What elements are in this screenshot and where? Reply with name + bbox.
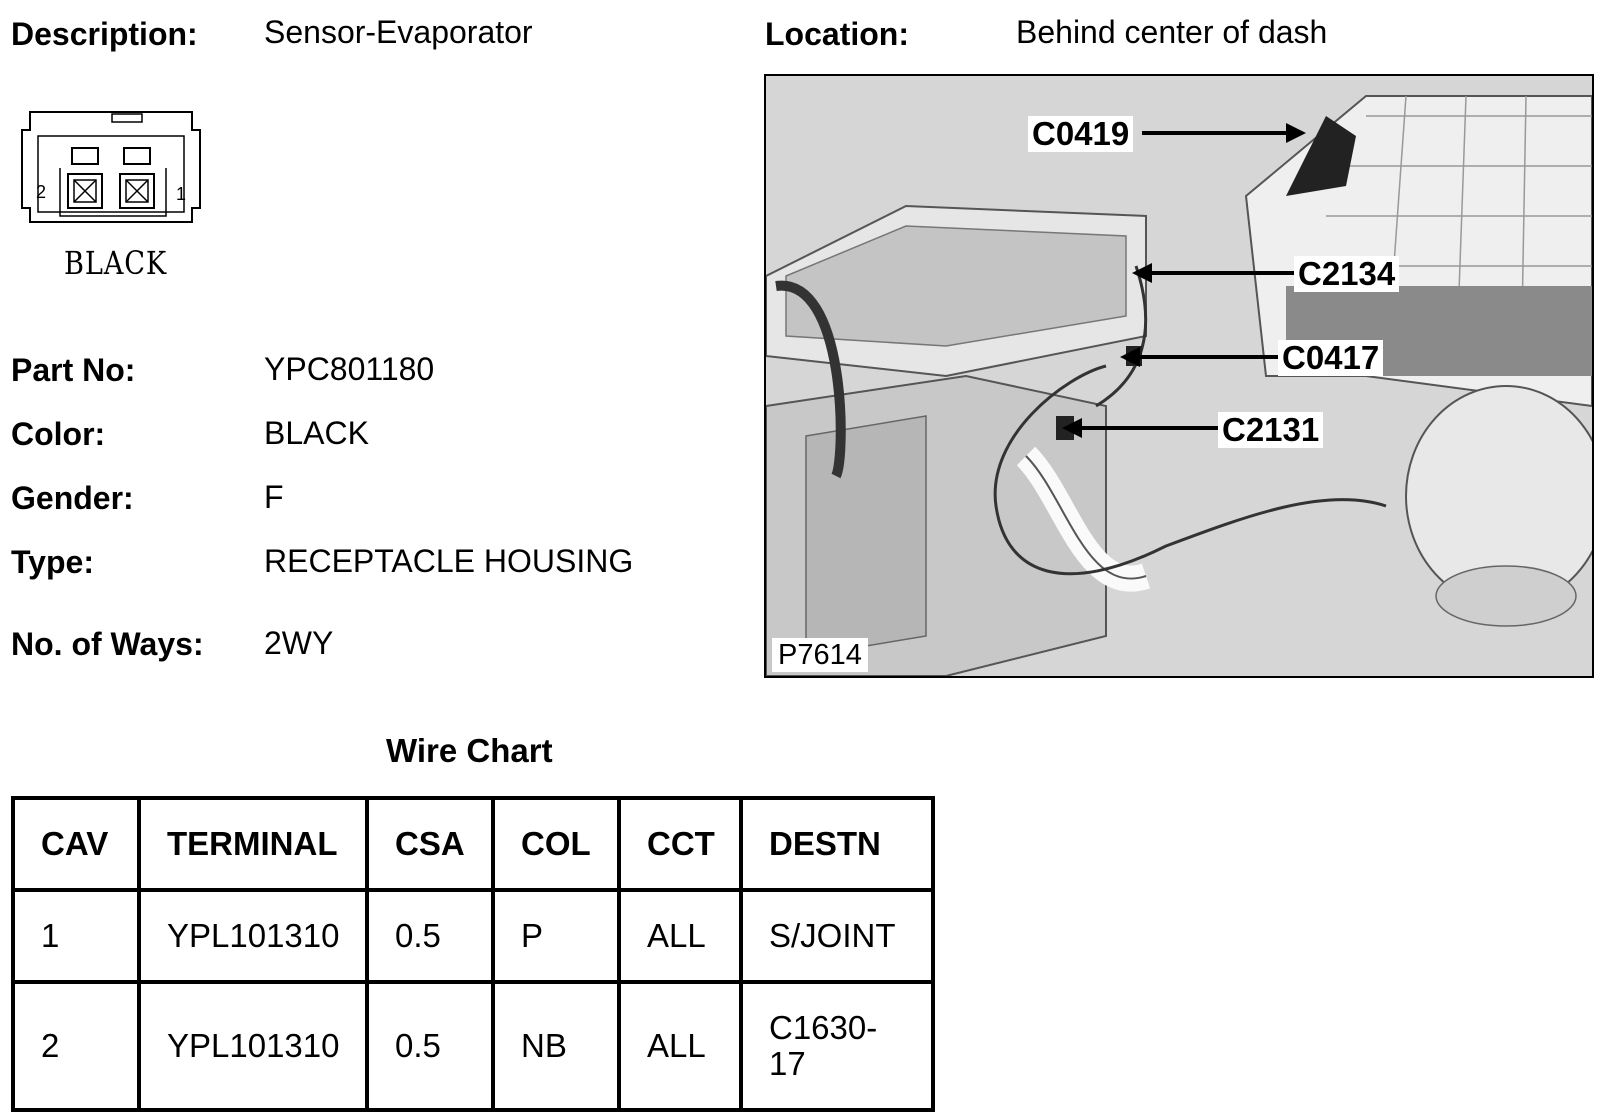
cell-csa: 0.5 xyxy=(365,888,495,984)
connector-diagram: 2 1 BLACK xyxy=(16,108,206,290)
callout-c2131: C2131 xyxy=(1218,412,1324,448)
header-destn: DESTN xyxy=(739,796,935,892)
connector-color-text: BLACK xyxy=(64,244,168,282)
cell-destn: S/JOINT xyxy=(739,888,935,984)
photo-id: P7614 xyxy=(772,638,868,672)
header-cct: CCT xyxy=(617,796,743,892)
cell-cav: 1 xyxy=(11,888,141,984)
table-row: 2 YPL101310 0.5 NB ALL C1630-17 xyxy=(11,980,935,1112)
cell-col: P xyxy=(491,888,621,984)
header-cav: CAV xyxy=(11,796,141,892)
type-value: RECEPTACLE HOUSING xyxy=(264,543,634,579)
table-header-row: CAV TERMINAL CSA COL CCT DESTN xyxy=(11,796,935,892)
cell-csa: 0.5 xyxy=(365,980,495,1112)
wire-chart-title: Wire Chart xyxy=(386,732,553,769)
description-label: Description: xyxy=(11,16,198,52)
color-value: BLACK xyxy=(264,415,369,451)
part-no-value: YPC801180 xyxy=(264,351,435,387)
cell-cav: 2 xyxy=(11,980,141,1112)
cell-cct: ALL xyxy=(617,888,743,984)
gender-value: F xyxy=(264,479,284,515)
header-csa: CSA xyxy=(365,796,495,892)
callout-arrows xyxy=(1062,123,1306,438)
part-no-label: Part No: xyxy=(11,352,136,388)
cell-col: NB xyxy=(491,980,621,1112)
cell-cct: ALL xyxy=(617,980,743,1112)
location-value: Behind center of dash xyxy=(1016,14,1328,50)
cell-terminal: YPL101310 xyxy=(137,980,369,1112)
location-photo: C0419 C2134 C0417 C2131 P7614 xyxy=(764,74,1594,678)
pin-1-label: 1 xyxy=(176,184,187,204)
header-col: COL xyxy=(491,796,621,892)
table-row: 1 YPL101310 0.5 P ALL S/JOINT xyxy=(11,888,935,984)
location-label: Location: xyxy=(765,16,909,52)
header-terminal: TERMINAL xyxy=(137,796,369,892)
callout-c2134: C2134 xyxy=(1294,256,1400,292)
callout-c0417: C0417 xyxy=(1278,340,1384,376)
ways-label: No. of Ways: xyxy=(11,626,204,662)
callout-c0419: C0419 xyxy=(1028,116,1134,152)
gender-label: Gender: xyxy=(11,480,134,516)
description-value: Sensor-Evaporator xyxy=(264,14,533,50)
color-label: Color: xyxy=(11,416,106,452)
destn-text: C1630-17 xyxy=(769,1009,878,1082)
wire-chart-table: CAV TERMINAL CSA COL CCT DESTN 1 YPL1013… xyxy=(11,796,935,1112)
pin-2-label: 2 xyxy=(36,182,47,202)
ways-value: 2WY xyxy=(264,625,334,661)
type-label: Type: xyxy=(11,544,94,580)
hvac-assembly-illustration xyxy=(766,76,1592,676)
cell-destn: C1630-17 xyxy=(739,980,935,1112)
cell-terminal: YPL101310 xyxy=(137,888,369,984)
